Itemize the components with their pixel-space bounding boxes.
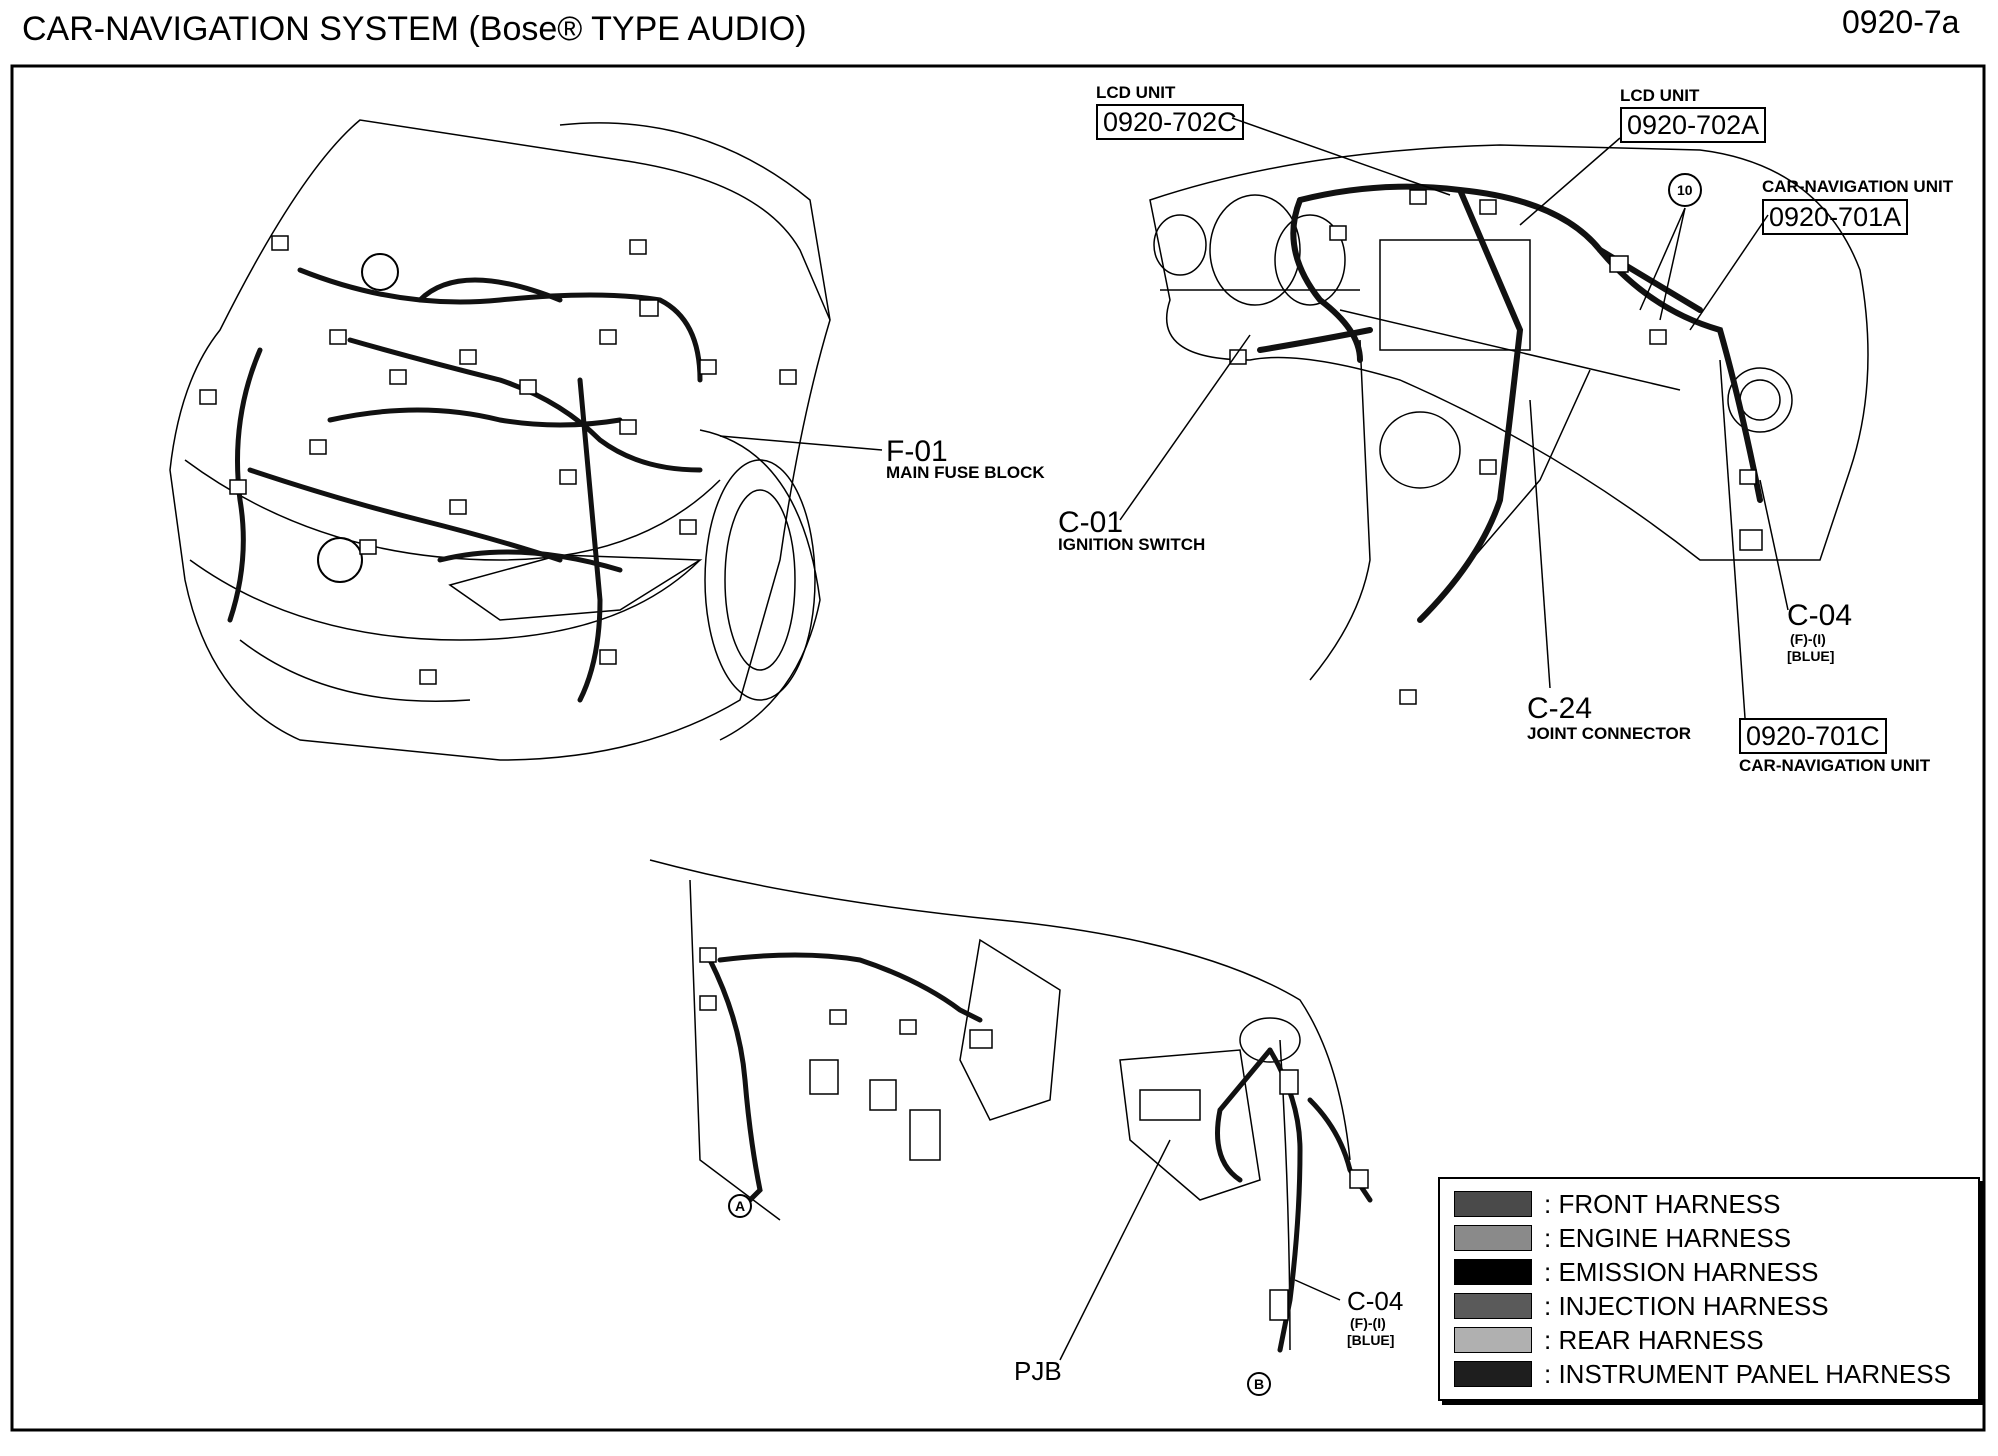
legend-item: : INSTRUMENT PANEL HARNESS [1454, 1359, 1951, 1389]
injection-harness-swatch [1454, 1293, 1532, 1319]
legend-item: : FRONT HARNESS [1454, 1189, 1780, 1219]
c04-floor-code: C-04 [1347, 1286, 1404, 1316]
engine-harness-swatch [1454, 1225, 1532, 1251]
pedal-3 [909, 1109, 941, 1161]
emission-harness-swatch [1454, 1259, 1532, 1285]
legend-item: : EMISSION HARNESS [1454, 1257, 1819, 1287]
pjb-box [1119, 1049, 1261, 1201]
page-frame [10, 64, 1986, 1432]
front-wheel [704, 459, 816, 701]
circle-a-label: A [735, 1198, 746, 1214]
dashboard-illustration [1149, 144, 1869, 681]
front-harness-swatch [1454, 1191, 1532, 1217]
legend-item: : REAR HARNESS [1454, 1325, 1764, 1355]
legend-item: : ENGINE HARNESS [1454, 1223, 1791, 1253]
engine-connectors [199, 235, 797, 685]
lcd-unit-c-ref: 0920-702C [1096, 104, 1244, 141]
gauge-cluster [1209, 194, 1301, 306]
engine-compartment-illustration [169, 119, 831, 761]
c24-description: JOINT CONNECTOR [1527, 724, 1692, 743]
pjb-label: PJB [1014, 1356, 1062, 1386]
legend-label: : INJECTION HARNESS [1544, 1290, 1829, 1321]
instrument-panel-harness [1257, 183, 1763, 623]
rear-harness-swatch [1454, 1327, 1532, 1353]
floor-connectors [699, 947, 1369, 1321]
floor-leaders [1059, 1139, 1341, 1361]
page-number: 0920-7a [1842, 4, 1960, 40]
nav-display [1379, 239, 1531, 351]
legend-label: : FRONT HARNESS [1544, 1188, 1781, 1219]
c04-dash-sub: (F)-(I) [1790, 631, 1826, 647]
f01-code: F-01 [886, 435, 948, 468]
lcd-unit-a-ref: 0920-702A [1620, 107, 1767, 144]
page-title: CAR-NAVIGATION SYSTEM (Bose® TYPE AUDIO) [22, 10, 807, 48]
lcd-unit-c-label: LCD UNIT [1096, 83, 1176, 102]
circle-10-marker [1668, 173, 1702, 207]
pedal-2 [869, 1079, 897, 1111]
legend-label: : REAR HARNESS [1544, 1324, 1764, 1355]
legend-label: : ENGINE HARNESS [1544, 1222, 1792, 1253]
brake-area [959, 938, 1061, 1121]
dash-leaders [1119, 117, 1789, 719]
c24-code: C-24 [1527, 692, 1593, 725]
c01-description: IGNITION SWITCH [1058, 535, 1206, 554]
f01-leader [719, 435, 883, 451]
footwell-illustration [649, 859, 1351, 1351]
circle-b-label: B [1254, 1376, 1265, 1392]
legend-label: : INSTRUMENT PANEL HARNESS [1544, 1358, 1951, 1389]
c04-floor-color: [BLUE] [1347, 1332, 1395, 1348]
nav-unit-a-ref: 0920-701A [1762, 199, 1909, 236]
c01-code: C-01 [1058, 506, 1124, 539]
c04-dash-code: C-04 [1787, 599, 1853, 632]
circle-b-marker [1247, 1372, 1271, 1396]
circle-a-marker [728, 1194, 752, 1218]
dash-outline [1149, 144, 1869, 561]
lcd-unit-a-label: LCD UNIT [1620, 86, 1700, 105]
headlamp [448, 554, 703, 621]
f01-description: MAIN FUSE BLOCK [886, 463, 1045, 482]
nav-unit-c-ref: 0920-701C [1739, 718, 1887, 755]
dash-connectors [1229, 189, 1763, 705]
c04-floor-sub: (F)-(I) [1350, 1315, 1386, 1331]
nav-unit-c-label: CAR-NAVIGATION UNIT [1739, 756, 1931, 775]
c04-dash-color: [BLUE] [1787, 648, 1835, 664]
audio-knob [1379, 411, 1461, 489]
right-vent [1727, 367, 1793, 433]
engine-harness-routing [227, 267, 703, 703]
hood-outline [169, 119, 831, 761]
pedal-1 [809, 1059, 839, 1095]
circle-10-label: 10 [1677, 182, 1693, 198]
nav-unit-a-label: CAR-NAVIGATION UNIT [1762, 177, 1954, 196]
legend-label: : EMISSION HARNESS [1544, 1256, 1819, 1287]
legend-item: : INJECTION HARNESS [1454, 1291, 1829, 1321]
instrument-panel-harness-swatch [1454, 1361, 1532, 1387]
harness-legend: : FRONT HARNESS : ENGINE HARNESS : EMISS… [1438, 1177, 1980, 1401]
